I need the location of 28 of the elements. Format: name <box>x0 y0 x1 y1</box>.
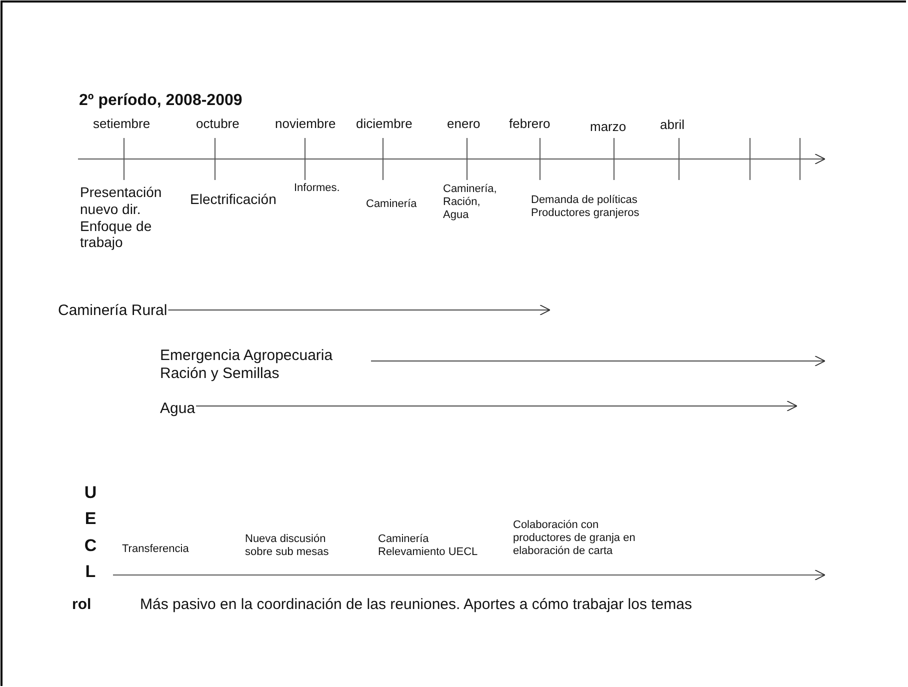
topic-label: Emergencia Agropecuaria Ración y Semillas <box>160 347 370 383</box>
event-label: Presentación nuevo dir. Enfoque de trabajo <box>80 184 163 252</box>
month-label: setiembre <box>93 116 152 132</box>
event-label: Colaboración con productores de granja en elaboración de carta <box>513 519 636 559</box>
month-label: diciembre <box>356 116 414 132</box>
month-label: enero <box>447 116 482 132</box>
event-label: Informes. <box>294 182 341 196</box>
row-heading: rol <box>72 596 92 614</box>
vertical-heading: UECL <box>83 482 98 584</box>
title: 2º período, 2008-2009 <box>79 91 242 110</box>
arrow <box>168 304 550 316</box>
month-label: febrero <box>509 116 552 132</box>
event-label: Transferencia <box>122 543 190 556</box>
event-label: Demanda de políticas Productores granjeros <box>531 194 640 220</box>
topic-label: Agua <box>160 400 196 418</box>
event-label: Caminería Relevamiento UECL <box>378 533 479 560</box>
arrow <box>370 356 826 366</box>
topic-label: Caminería Rural <box>58 302 168 320</box>
role-note: Más pasivo en la coordinación de las reuniones. Aportes a cómo trabajar los temas <box>140 596 693 614</box>
month-label: octubre <box>196 116 240 132</box>
event-label: Caminería <box>366 198 418 212</box>
month-label: noviembre <box>275 116 337 132</box>
event-label: Electrificación <box>190 191 278 208</box>
arrow <box>196 400 798 412</box>
event-label: Caminería, Ración, Agua <box>443 183 498 223</box>
month-label: abril <box>660 117 686 133</box>
event-label: Nueva discusión sobre sub mesas <box>245 533 330 560</box>
month-label: marzo <box>590 119 628 135</box>
